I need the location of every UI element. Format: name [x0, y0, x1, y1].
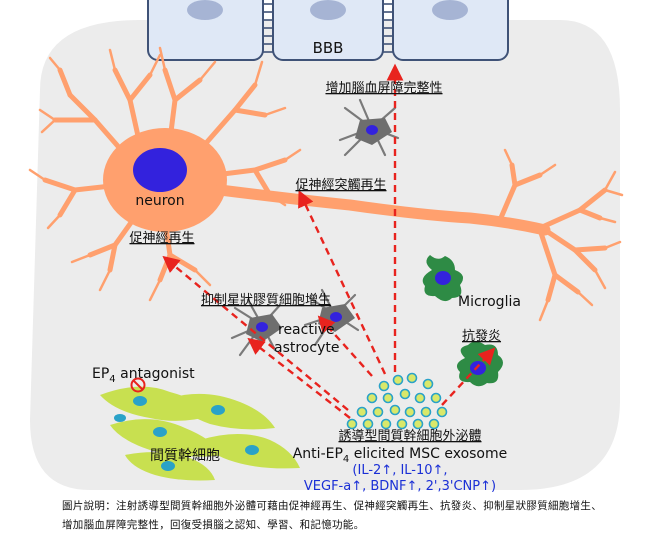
tight-junction	[263, 3, 393, 53]
bbb-cell-nucleus	[187, 0, 223, 20]
astrocyte-top	[338, 98, 400, 157]
bbb-cells	[147, 0, 509, 61]
label-anti-inflammation: 抗發炎	[462, 329, 501, 344]
bbb-cell-nucleus	[432, 0, 468, 20]
bbb-label: BBB	[313, 39, 344, 57]
arrow-to-astrocyte-2	[317, 315, 373, 377]
bbb-cell-middle	[272, 0, 384, 61]
arrow-to-nerve	[162, 255, 349, 411]
bbb-cell-nucleus	[310, 0, 346, 20]
label-nerve-regen: 促神經再生	[129, 231, 194, 246]
neuron	[28, 46, 624, 322]
reactive-astrocyte-1	[230, 298, 282, 357]
label-exosome-zh: 誘導型間質幹細胞外泌體	[338, 428, 481, 444]
label-factors-2: VEGF-a↑, BDNF↑, 2',3'CNP↑)	[304, 479, 496, 494]
msc-cluster	[100, 386, 300, 481]
label-factors-1: (IL-2↑, IL-10↑,	[352, 463, 447, 478]
arrow-to-astrocyte-1	[247, 337, 351, 419]
exosome-cluster	[346, 372, 448, 430]
label-bbb-integrity: 增加腦血屏障完整性	[325, 81, 442, 96]
label-astro-inhibit: 抑制星狀膠質細胞增生	[201, 293, 331, 308]
arrow-to-synapse	[298, 189, 387, 375]
neuron-label: neuron	[135, 193, 184, 209]
no-symbol-icon	[130, 377, 146, 393]
figure-caption: 圖片說明：注射誘導型間質幹細胞外泌體可藉由促神經再生、促神經突觸再生、抗發炎、抑…	[62, 500, 602, 531]
label-reactive: reactive	[278, 322, 335, 338]
label-exosome-en: Anti-EP4 elicited MSC exosome	[293, 446, 508, 465]
arrow-to-microglia	[441, 347, 496, 406]
neuron-axon	[214, 184, 551, 236]
bbb-cell-left	[147, 0, 264, 61]
effect-arrows	[162, 63, 496, 419]
label-msc: 間質幹細胞	[150, 447, 220, 464]
label-synapse-regen: 促神經突觸再生	[295, 177, 386, 193]
microglia-resting	[422, 255, 464, 302]
bbb-cell-right	[392, 0, 509, 61]
neuron-nucleus	[133, 148, 187, 192]
label-microglia: Microglia	[458, 294, 521, 310]
microglia-activated	[456, 341, 503, 387]
label-astrocyte: astrocyte	[274, 340, 339, 356]
label-ep4-antagonist: EP4 antagonist	[92, 366, 195, 385]
